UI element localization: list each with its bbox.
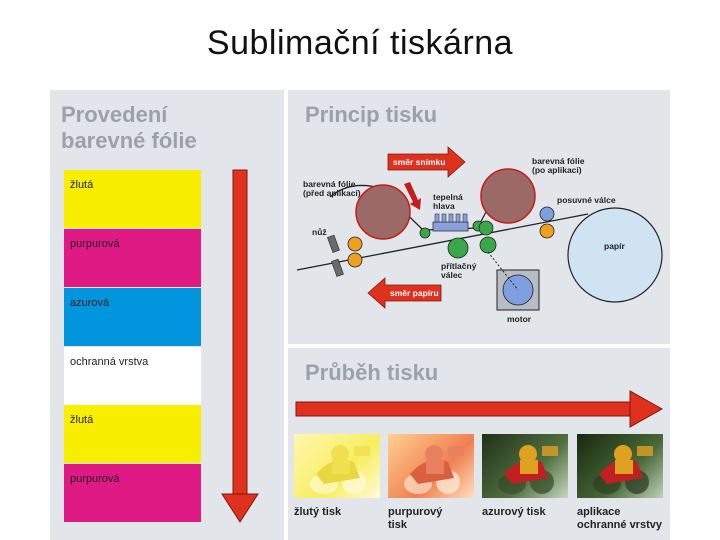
label-tepelna-hlava: tepelná hlava — [433, 192, 463, 211]
print-stage-image — [388, 434, 474, 498]
print-stage-label: azurový tisk — [482, 506, 546, 518]
motorcyclist-icon — [498, 445, 558, 494]
motorcyclist-icon — [404, 445, 464, 494]
foil-band: purpurová — [64, 229, 201, 287]
label-posuvne-valce: posuvné válce — [557, 195, 616, 205]
foil-band: žlutá — [64, 170, 201, 228]
label-motor: motor — [507, 314, 532, 324]
label-folie-po-aplikaci: barevná fólie (po aplikaci) — [532, 156, 585, 175]
print-stage-label: purpurový tisk — [388, 506, 443, 531]
foil-band: purpurová — [64, 464, 201, 522]
foil-heading-line1: Provedení — [61, 102, 168, 127]
knife-icon — [327, 234, 344, 277]
label-smer-snimku: směr snímku — [393, 157, 446, 167]
motorcyclist-icon — [593, 445, 653, 494]
page-title: Sublimační tiskárna — [206, 24, 514, 62]
print-stage-label: aplikace ochranné vrstvy — [577, 506, 662, 531]
print-stage-image — [482, 434, 568, 498]
principle-heading: Princip tisku — [305, 102, 438, 127]
print-stage-image — [577, 434, 663, 498]
label-papir: papír — [604, 241, 625, 251]
thermal-head-icon — [432, 213, 469, 232]
process-heading: Průběh tisku — [305, 360, 439, 385]
print-stage-image — [294, 434, 380, 498]
foil-band: ochranná vrstva — [64, 347, 201, 405]
foil-band: azurová — [64, 288, 201, 346]
foil-heading-line2: barevné fólie — [61, 128, 197, 153]
label-pritlacny-valec: přítlačný válec — [441, 261, 477, 280]
print-stage-label: žlutý tisk — [294, 506, 342, 518]
label-nuz: nůž — [312, 227, 327, 237]
motorcyclist-icon — [310, 445, 370, 494]
label-folie-pred-aplikaci: barevná fólie (před aplikací) — [303, 179, 361, 198]
foil-band: žlutá — [64, 405, 201, 463]
label-smer-papiru: směr papíru — [390, 288, 439, 298]
